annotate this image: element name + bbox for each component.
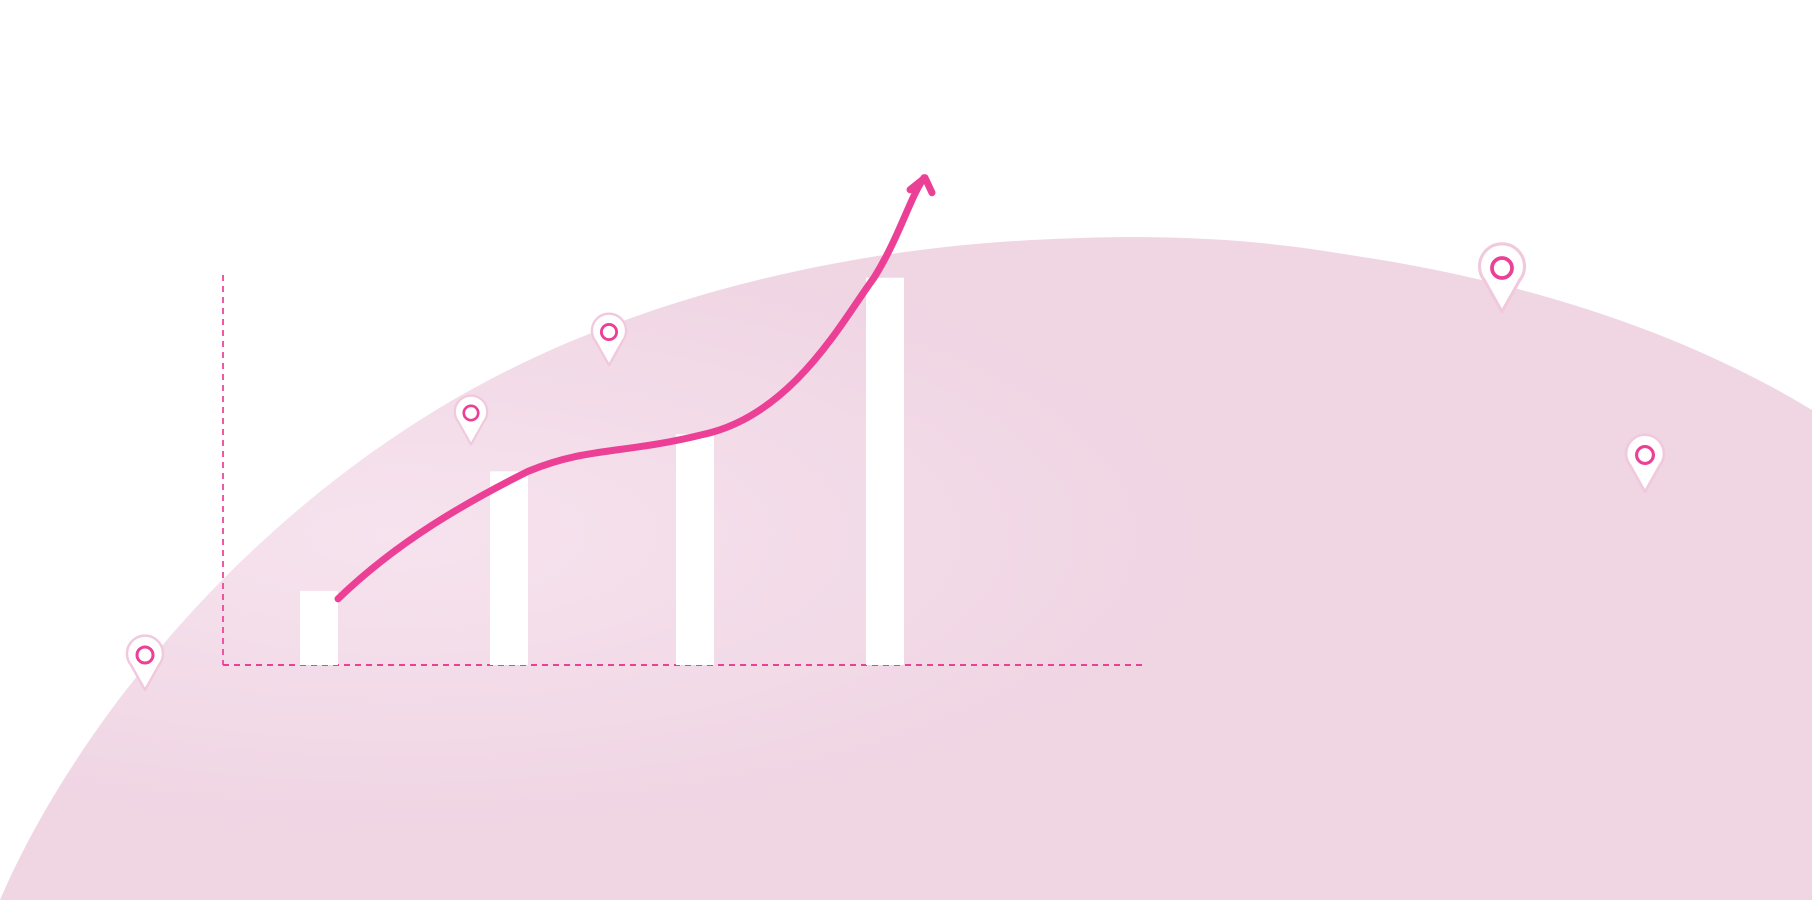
trend-arrow-icon	[906, 174, 936, 197]
background-hill	[0, 237, 1812, 900]
location-pin-icon	[125, 634, 165, 692]
location-pin-icon	[1477, 242, 1527, 314]
location-pin-icon	[1624, 433, 1666, 494]
location-pin-icon	[590, 312, 628, 367]
trend-line	[334, 174, 928, 603]
location-pins	[125, 242, 1666, 692]
bar-3	[676, 434, 714, 665]
bar-2	[490, 471, 528, 665]
bar-4	[866, 277, 904, 665]
location-pin-icon	[453, 394, 489, 446]
bar-series	[300, 277, 904, 665]
bar-1	[300, 590, 338, 665]
